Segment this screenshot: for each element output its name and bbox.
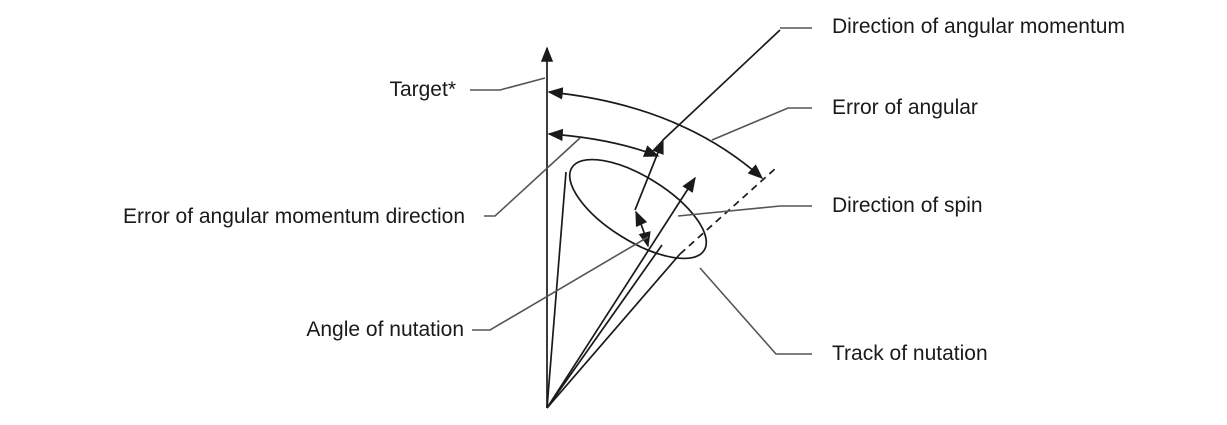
direction-of-spin-label: Direction of spin: [832, 194, 983, 217]
cone-edge-right: [546, 253, 681, 409]
nutation-track-ellipse: [568, 158, 708, 260]
spin-vector-upper: [546, 176, 696, 409]
leader-error-of-angular: [711, 107, 812, 141]
error-momentum-direction-label: Error of angular momentum direction: [123, 205, 465, 228]
leader-track-of-nutation: [699, 267, 812, 355]
angle-of-nutation-label: Angle of nutation: [306, 318, 464, 341]
error-angular-arc: [547, 87, 764, 180]
error-of-angular-label: Error of angular: [832, 96, 978, 119]
leader-error-momentum-direction: [484, 137, 581, 217]
leader-target: [470, 77, 546, 91]
angular-momentum-extension: [662, 29, 781, 141]
error-momentum-direction-arc: [547, 128, 660, 157]
track-of-nutation-label: Track of nutation: [832, 342, 988, 365]
target-label: Target*: [389, 78, 456, 101]
angle-of-nutation-arc: [635, 210, 651, 248]
leader-direction-of-spin: [677, 205, 812, 217]
leader-angle-of-nutation: [472, 236, 649, 331]
direction-angular-momentum-label: Direction of angular momentum: [832, 15, 1125, 38]
spin-vector-lower: [546, 244, 663, 409]
